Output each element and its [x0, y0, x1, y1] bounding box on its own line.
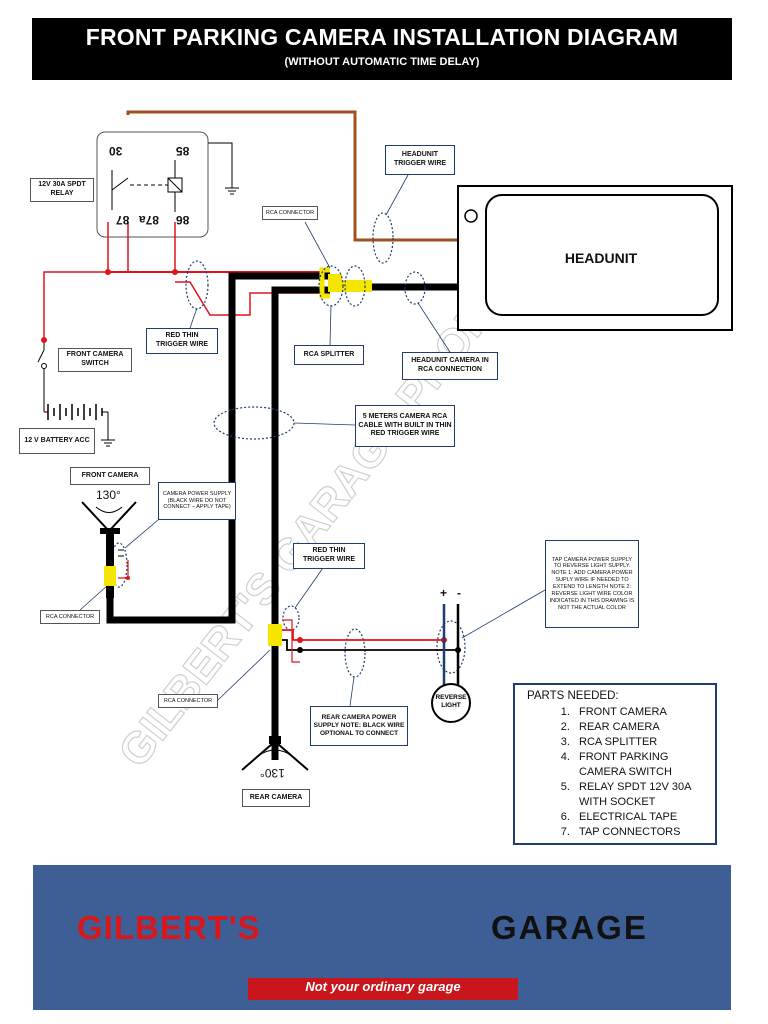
camera-power-supply-label: CAMERA POWER SUPPLY (BLACK WIRE DO NOT C…: [158, 482, 236, 520]
plus-sign: +: [440, 586, 448, 600]
rear-power-red-wire: [282, 629, 444, 641]
parts-needed-box: PARTS NEEDED: FRONT CAMERA REAR CAMERA R…: [513, 683, 717, 845]
minus-sign: -: [457, 586, 461, 600]
rca-splitter-label: RCA SPLITTER: [294, 345, 364, 365]
page-subtitle: (WITHOUT AUTOMATIC TIME DELAY): [284, 56, 480, 68]
relay-ground-icon: [225, 187, 239, 195]
red-wire-battery-feed: [43, 222, 109, 340]
rear-power-black-wire: [282, 639, 458, 651]
rca-cable-label: 5 METERS CAMERA RCA CABLE WITH BUILT IN …: [355, 405, 455, 447]
parts-title: PARTS NEEDED:: [527, 690, 619, 702]
tap-note-label: TAP CAMERA POWER SUPPLY TO REVERSE LIGHT…: [545, 540, 639, 628]
front-camera-label: FRONT CAMERA: [70, 467, 150, 485]
list-item: REAR CAMERA: [573, 720, 715, 735]
junction-dot: [105, 269, 111, 275]
relay-pin-30: 30: [109, 144, 123, 158]
battery-icon: [44, 404, 115, 447]
headunit-trigger-wire: [126, 110, 458, 242]
battery-label: 12 V BATTERY ACC: [19, 428, 95, 454]
rca-cable-rear: [271, 286, 330, 760]
relay-coil-mark: [167, 177, 183, 193]
relay-pin-87: 87: [116, 213, 130, 227]
junction-dot: [297, 637, 303, 643]
relay-label: 12V 30A SPDT RELAY: [30, 178, 94, 202]
relay-switch-arm: [111, 177, 129, 191]
headunit-screen: [485, 194, 719, 316]
page-title: FRONT PARKING CAMERA INSTALLATION DIAGRA…: [85, 24, 679, 50]
reverse-light-label: REVERSE LIGHT: [435, 694, 467, 710]
relay-pin-85: 85: [176, 144, 190, 158]
red-thin-trigger-mid-label: RED THIN TRIGGER WIRE: [293, 543, 365, 569]
callout-leaders: [79, 174, 546, 707]
junction-dot: [172, 269, 178, 275]
front-camera-icon: [81, 501, 137, 598]
headunit-knob: [464, 209, 478, 223]
front-angle-label: 130°: [96, 488, 121, 502]
front-camera-switch-icon: [37, 343, 47, 412]
rca-connector-top-label: RCA CONNECTOR: [262, 206, 318, 220]
rca-splitter-icon: [319, 267, 372, 299]
footer-banner: GILBERT'S GARAGE Not your ordinary garag…: [33, 865, 731, 1010]
list-item: FRONT CAMERA: [573, 705, 715, 720]
parts-list: FRONT CAMERA REAR CAMERA RCA SPLITTER FR…: [515, 705, 715, 840]
headunit-trigger-label: HEADUNIT TRIGGER WIRE: [385, 145, 455, 175]
headunit-label: HEADUNIT: [564, 250, 638, 266]
list-item: RELAY SPDT 12V 30A WITH SOCKET: [573, 780, 715, 810]
slogan-bar: [248, 978, 518, 1000]
list-item: FRONT PARKING CAMERA SWITCH: [573, 750, 715, 780]
relay-pin-87a: 87a: [139, 213, 160, 227]
switch-dot: [41, 337, 47, 343]
list-item: TAP CONNECTORS: [573, 825, 715, 840]
rear-camera-label: REAR CAMERA: [242, 789, 310, 807]
relay-pin-86: 86: [176, 213, 190, 227]
callout-ellipses: [110, 212, 466, 678]
rear-power-supply-label: REAR CAMERA POWER SUPPLY NOTE: BLACK WIR…: [310, 706, 408, 746]
reverse-light-bulb: [431, 683, 471, 723]
red-trigger-wire-rear: [282, 619, 300, 663]
footer-brand-right: GARAGE: [491, 909, 648, 946]
list-item: RCA SPLITTER: [573, 735, 715, 750]
slogan-text: Not your ordinary garage: [305, 979, 461, 994]
headunit-camera-in-label: HEADUNIT CAMERA IN RCA CONNECTION: [402, 352, 498, 380]
front-camera-switch-label: FRONT CAMERA SWITCH: [58, 348, 132, 372]
title-banner: FRONT PARKING CAMERA INSTALLATION DIAGRA…: [32, 18, 732, 80]
rear-camera-icon: [241, 624, 309, 771]
rca-connector-left-label: RCA CONNECTOR: [40, 610, 100, 624]
list-item: ELECTRICAL TAPE: [573, 810, 715, 825]
junction-dot: [297, 647, 303, 653]
rear-angle-label: 130°: [260, 766, 285, 780]
footer-brand-left: GILBERT'S: [77, 909, 261, 946]
rca-connector-bottom-label: RCA CONNECTOR: [158, 694, 218, 708]
relay-ground-wire: [208, 142, 233, 188]
red-thin-trigger-top-label: RED THIN TRIGGER WIRE: [146, 328, 218, 354]
